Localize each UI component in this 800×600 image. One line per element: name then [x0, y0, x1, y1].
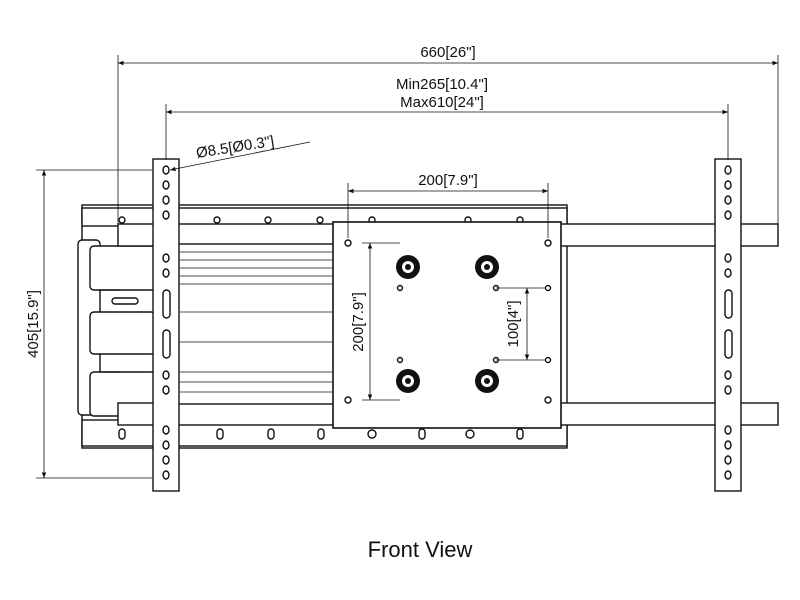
- rail-max-label: Max610[24"]: [400, 94, 484, 111]
- wall-plate-bottom-holes: [118, 428, 524, 440]
- rail-span-dimension: Min265[10.4"] Max610[24"]: [165, 76, 729, 160]
- vesa-screw-bottom-left: [396, 369, 420, 393]
- hole-diameter-callout: Ø8.5[Ø0.3"]: [169, 133, 311, 172]
- vesa-height-large-label: 200[7.9"]: [350, 292, 367, 352]
- wall-plate-top-holes: [118, 216, 524, 224]
- vesa-screw-bottom-right: [475, 369, 499, 393]
- vesa-width-label: 200[7.9"]: [418, 172, 478, 189]
- overall-height-label: 405[15.9"]: [25, 290, 42, 358]
- vesa-screw-top-left: [396, 255, 420, 279]
- overall-width-label: 660[26"]: [420, 44, 475, 61]
- vesa-width-dimension: 200[7.9"]: [347, 172, 549, 238]
- vesa-height-small-dimension: 100[4"]: [496, 287, 545, 361]
- rail-min-label: Min265[10.4"]: [396, 76, 488, 93]
- vesa-screw-top-right: [475, 255, 499, 279]
- overall-height-dimension: 405[15.9"]: [25, 169, 152, 479]
- vesa-height-small-label: 100[4"]: [505, 300, 522, 347]
- hole-diameter-label: Ø8.5[Ø0.3"]: [195, 133, 275, 162]
- articulating-arms: [77, 239, 156, 417]
- right-tv-bracket: [714, 158, 742, 492]
- left-tv-bracket: [152, 158, 180, 492]
- front-view-caption: Front View: [368, 537, 473, 562]
- overall-width-dimension: 660[26"]: [117, 44, 779, 240]
- vesa-height-large-dimension: 200[7.9"]: [350, 242, 400, 401]
- center-heat-fins: [177, 243, 339, 405]
